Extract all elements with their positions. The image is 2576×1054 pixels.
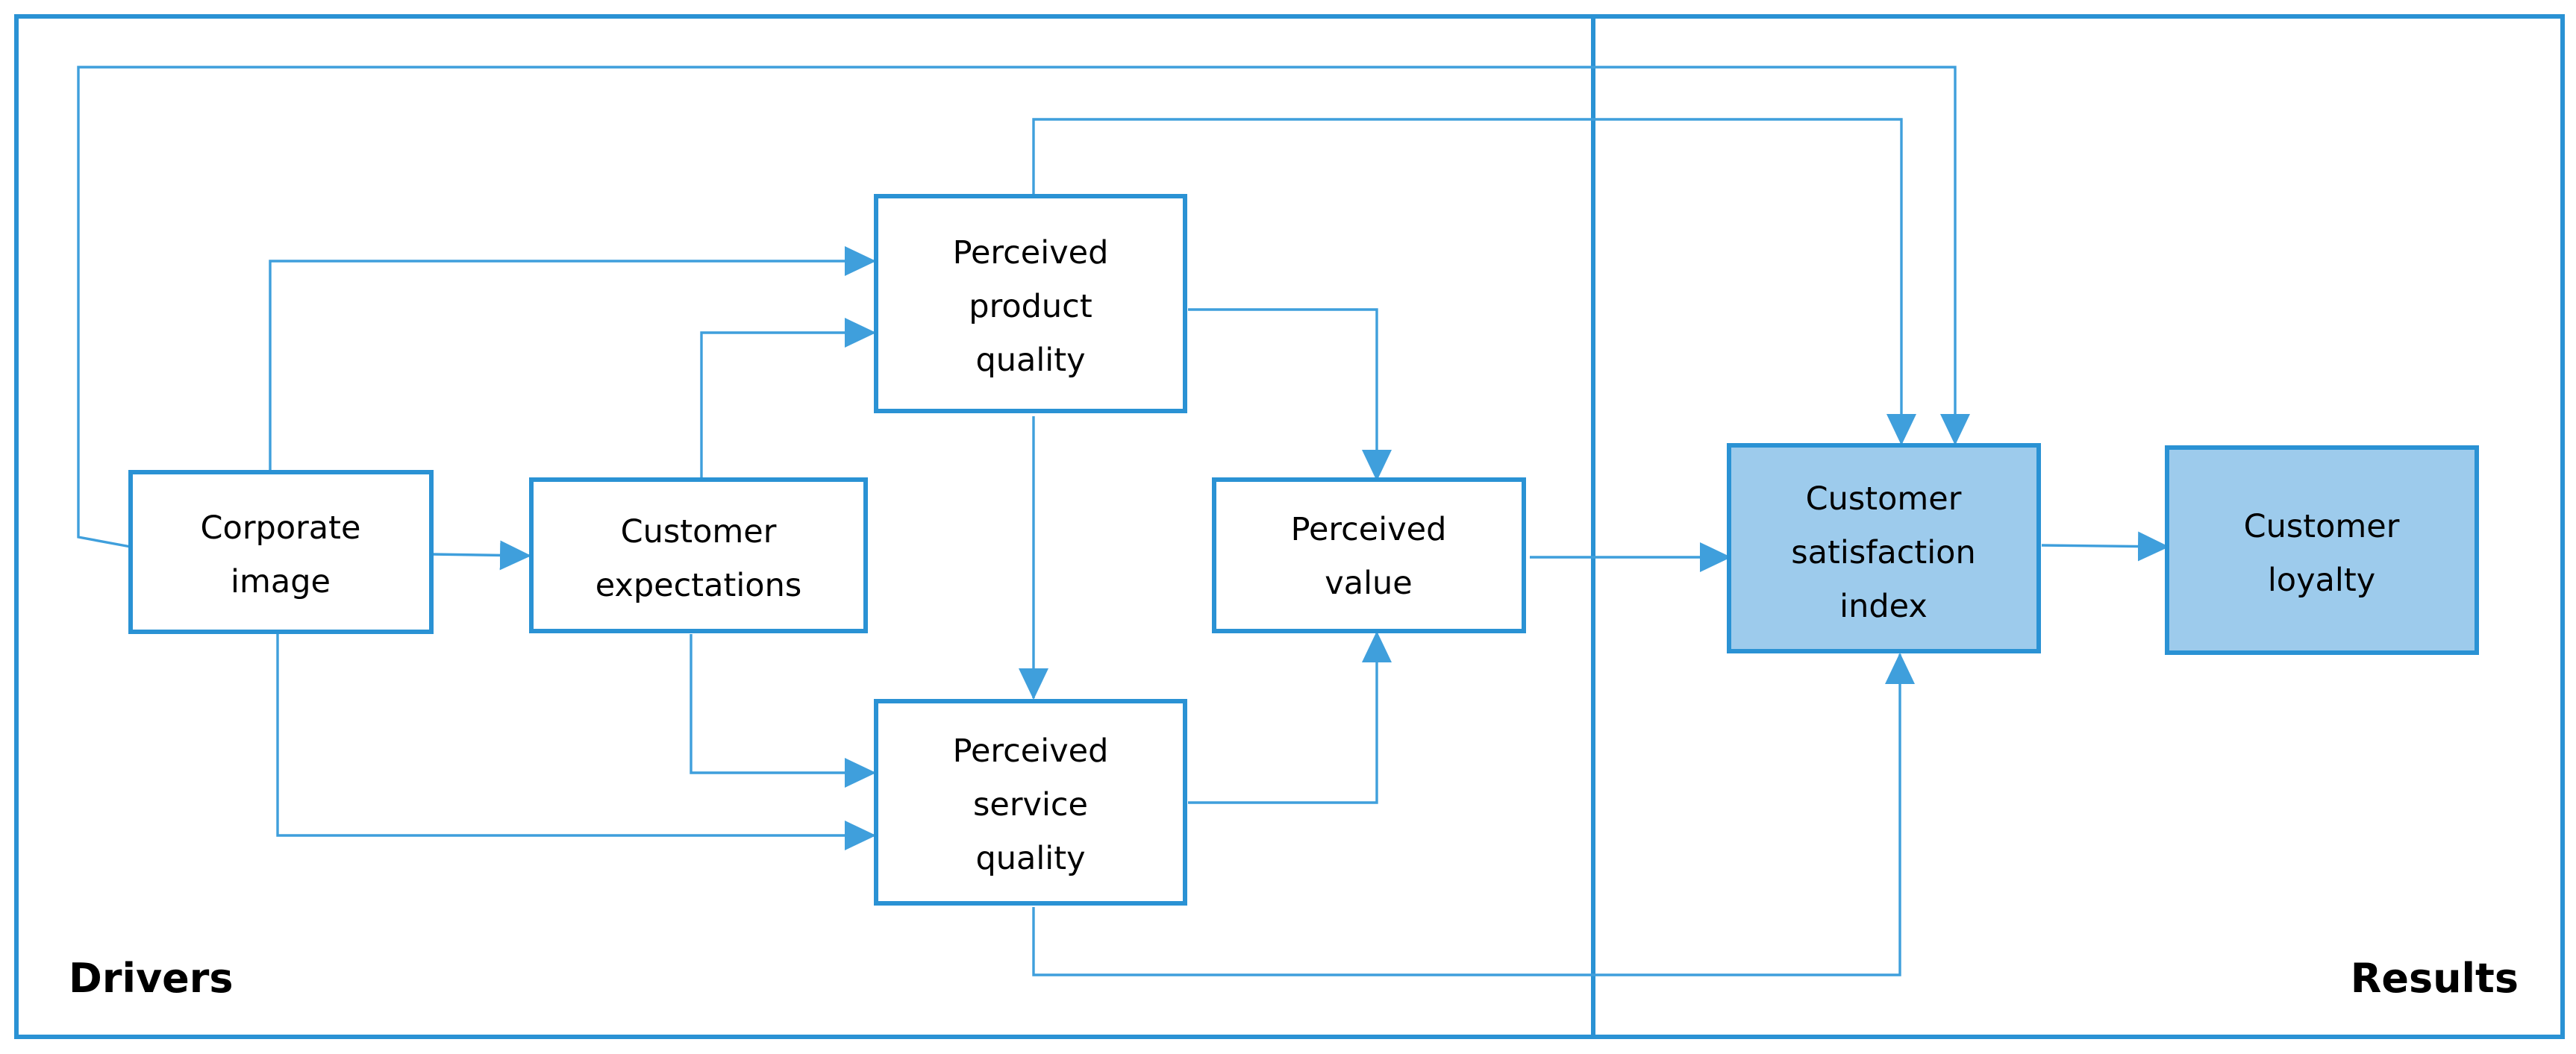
node-label-line: quality <box>975 342 1085 379</box>
node-label-line: index <box>1839 588 1928 625</box>
node-label-line: expectations <box>595 567 802 604</box>
arrow-product-quality-to-satisfaction-index <box>1032 118 1916 445</box>
node-label-line: Perceived <box>953 234 1109 272</box>
arrow-corporate-image-to-product-quality <box>269 246 876 472</box>
node-label-line: loyalty <box>2268 562 2375 599</box>
arrow-service-quality-to-satisfaction-index <box>1032 653 1915 976</box>
node-label-line: value <box>1325 565 1412 602</box>
node-label-line: Customer <box>1806 480 1962 518</box>
arrow-customer-expectations-to-service-quality <box>690 634 876 788</box>
node-box <box>128 470 434 634</box>
node-customer-loyalty: Customer loyalty <box>2165 445 2479 655</box>
arrow-customer-expectations-to-product-quality <box>700 318 876 480</box>
node-label-line: Corporate <box>201 509 361 547</box>
node-box <box>529 477 868 633</box>
node-label-line: Perceived <box>953 733 1109 770</box>
node-label-line: Customer <box>621 513 777 550</box>
node-corporate-image: Corporate image <box>128 470 434 634</box>
node-label-line: Customer <box>2244 508 2400 545</box>
node-label-line: Perceived <box>1291 511 1447 548</box>
connectors <box>77 66 2169 976</box>
node-customer-satisfaction-index: Customer satisfaction index <box>1727 443 2041 653</box>
node-box <box>1727 443 2041 653</box>
node-box <box>1212 477 1526 633</box>
node-customer-expectations: Customer expectations <box>529 477 868 633</box>
arrow-corporate-image-to-customer-expectations <box>431 540 531 571</box>
arrow-service-quality-to-perceived-value <box>1188 631 1392 804</box>
node-label-line: image <box>231 563 331 600</box>
arrow-satisfaction-index-to-loyalty <box>2041 531 2169 562</box>
outer-frame <box>14 14 2565 1039</box>
node-box <box>874 699 1187 906</box>
section-label-results: Results <box>2351 955 2519 1002</box>
node-label-line: service <box>973 786 1088 824</box>
arrow-corporate-image-to-satisfaction-index <box>77 66 1970 548</box>
node-label-line: satisfaction <box>1791 534 1975 571</box>
arrow-corporate-image-to-service-quality <box>276 634 876 850</box>
section-label-drivers: Drivers <box>69 955 234 1002</box>
arrow-product-quality-to-perceived-value <box>1188 308 1392 481</box>
node-box <box>2165 445 2479 655</box>
node-perceived-product-quality: Perceived product quality <box>874 194 1187 413</box>
node-box <box>874 194 1187 413</box>
node-label-line: product <box>969 288 1092 325</box>
node-perceived-value: Perceived value <box>1212 477 1526 633</box>
node-perceived-service-quality: Perceived service quality <box>874 699 1187 906</box>
node-label-line: quality <box>975 840 1085 877</box>
